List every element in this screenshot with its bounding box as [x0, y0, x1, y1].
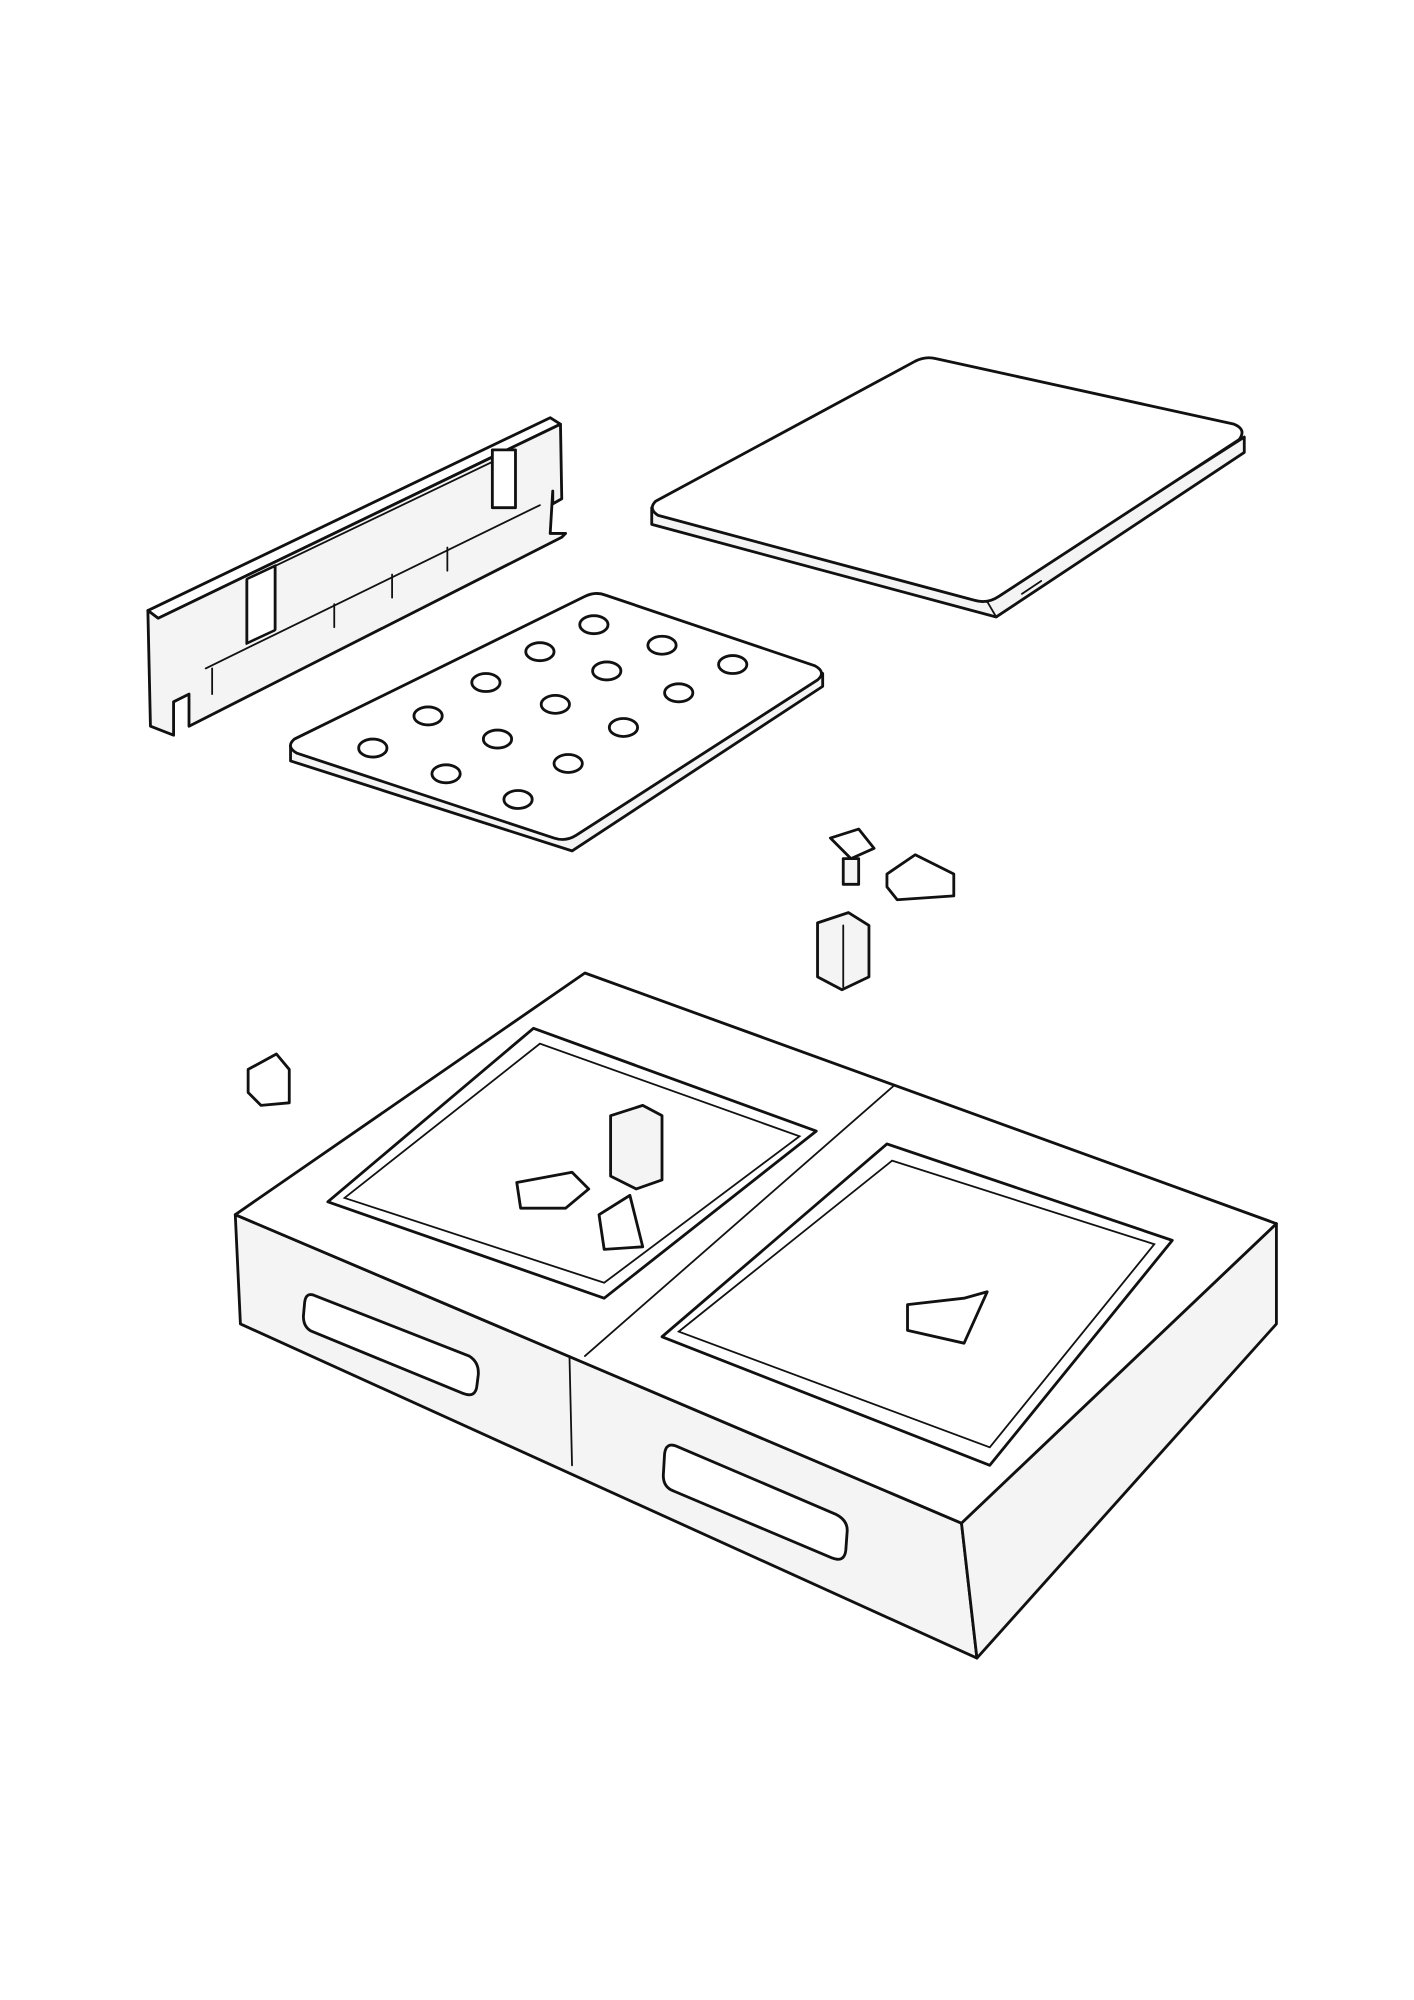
perforated-plate	[289, 592, 825, 853]
plate-hole	[470, 672, 502, 693]
corner-clip-1	[828, 827, 876, 886]
plate-hole	[357, 737, 389, 759]
plate-hole	[524, 641, 556, 663]
plate-hole	[412, 705, 444, 727]
corner-clip-3	[246, 1052, 291, 1107]
connector-post	[816, 911, 871, 992]
plate-hole	[591, 660, 623, 682]
lid-panel	[650, 356, 1246, 619]
plate-hole	[578, 614, 610, 636]
side-panel	[146, 416, 568, 737]
plate-hole	[552, 753, 584, 774]
plate-hole	[502, 789, 534, 810]
plate-hole	[607, 717, 640, 738]
plate-holes	[357, 614, 749, 810]
plate-hole	[481, 728, 514, 750]
plate-hole	[663, 682, 695, 704]
base-tray	[233, 971, 1278, 1660]
plate-hole	[717, 654, 749, 675]
plate-hole	[430, 763, 462, 785]
plate-hole	[646, 634, 678, 656]
corner-clip-2	[885, 853, 956, 902]
plate-hole	[539, 693, 571, 715]
